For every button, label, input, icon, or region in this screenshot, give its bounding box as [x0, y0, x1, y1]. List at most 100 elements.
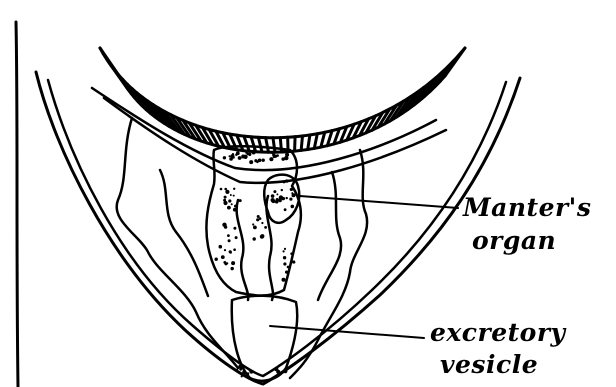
stipple-dot: [252, 150, 256, 154]
stipple-dot: [260, 235, 264, 239]
stipple-dot: [276, 370, 280, 374]
stipple-dot: [278, 199, 282, 203]
stipple-dot: [247, 153, 250, 156]
acetabulum-ridge: [258, 137, 262, 152]
stipple-dot: [236, 369, 238, 371]
stipple-dot: [238, 156, 242, 160]
acetabulum-ridge: [314, 134, 317, 149]
stipple-dot: [228, 239, 231, 242]
stipple-dot: [224, 196, 227, 199]
stipple-dot: [291, 192, 293, 194]
stipple-dot: [273, 190, 276, 193]
excretory-vesicle-label-line2: vesicle: [440, 352, 538, 377]
stipple-dot: [228, 199, 231, 202]
stipple-dot: [284, 371, 286, 373]
stipple-dot: [291, 205, 295, 209]
stipple-dot: [231, 203, 233, 205]
stipple-dot: [249, 160, 253, 164]
stipple-dot: [272, 199, 276, 203]
stipple-dot: [282, 158, 285, 161]
stipple-dot: [242, 370, 246, 374]
acetabulum-ridge: [301, 136, 302, 151]
manters-organ-label-line1: Manter's: [463, 195, 591, 220]
stipple-dot: [253, 226, 257, 230]
excretory-vesicle-leader-line: [270, 326, 424, 338]
stipple-dot: [261, 222, 263, 224]
stipple-dot: [253, 237, 256, 240]
stipple-dot: [282, 180, 285, 183]
stipple-dot: [215, 258, 218, 261]
stipple-dot: [223, 156, 226, 159]
stipple-dot: [290, 252, 293, 255]
stipple-dot: [229, 155, 231, 157]
stipple-dot: [233, 188, 235, 190]
stipple-dot: [246, 372, 249, 375]
stipple-dot: [276, 193, 278, 195]
stipple-dot: [264, 226, 267, 229]
stipple-dot: [230, 251, 232, 253]
stipple-dot: [284, 208, 287, 211]
stipple-dot: [226, 262, 228, 264]
stipple-dot: [283, 250, 285, 252]
left-boundary-line: [16, 22, 18, 387]
stipple-dot: [239, 368, 242, 371]
stipple-dot: [257, 215, 260, 218]
stipple-dot: [256, 218, 259, 221]
manters-organ-leader-line: [300, 196, 458, 208]
stipple-dot: [219, 245, 223, 249]
stipple-dot: [223, 201, 227, 205]
central-stalk: [237, 200, 249, 300]
acetabulum-outer-arc: [100, 48, 465, 138]
left-lobe: [117, 118, 238, 368]
stipple-dot: [232, 156, 235, 159]
stipple-dot: [282, 278, 286, 282]
acetabulum-ridge: [244, 136, 249, 151]
stipple-dot: [290, 188, 293, 191]
stipple-dot: [224, 188, 227, 191]
acetabulum-ridge: [273, 138, 275, 153]
stipple-dot: [275, 200, 279, 204]
stipple-dot: [220, 188, 223, 191]
stipple-dot: [289, 198, 292, 201]
stipple-dot: [236, 151, 240, 155]
stipple-dot: [262, 159, 265, 162]
stipple-dot: [233, 208, 237, 212]
stipple-dot: [230, 194, 232, 196]
right-lobe-inner: [318, 172, 341, 300]
stipple-dot: [241, 375, 243, 377]
stipple-dot: [227, 234, 230, 237]
stipple-dot: [285, 153, 289, 157]
stipple-dot: [274, 155, 277, 158]
stipple-dot: [286, 197, 288, 199]
acetabulum-ridge: [266, 138, 269, 153]
stipple-dot: [241, 155, 245, 159]
stipple-dot: [257, 151, 260, 154]
stipple-dot: [233, 195, 235, 197]
stipple-dot: [285, 271, 288, 274]
stipple-dot: [224, 249, 226, 251]
stipple-dot: [269, 157, 273, 161]
stipple-dot: [258, 159, 262, 163]
excretory-vesicle-label-line1: excretory: [430, 320, 566, 345]
stipple-dot: [225, 190, 229, 194]
stipple-dot: [221, 255, 225, 259]
stipple-dot: [249, 369, 251, 371]
stipple-dot: [252, 223, 254, 225]
stipple-dot: [223, 261, 226, 264]
stipple-dot: [231, 267, 234, 270]
stipple-dot: [281, 189, 283, 191]
stipple-dot: [239, 199, 242, 202]
stipple-dot: [235, 236, 238, 239]
stipple-dot: [293, 194, 295, 196]
stipple-dot: [222, 223, 226, 227]
stipple-dot: [287, 266, 290, 269]
stipple-dot: [233, 248, 236, 251]
stipple-dot: [271, 194, 275, 198]
stipple-dot: [283, 262, 286, 265]
stipple-dot: [227, 206, 231, 210]
acetabulum-ridge: [295, 137, 296, 151]
stipple-dot: [233, 227, 236, 230]
acetabulum-ridge: [308, 135, 310, 150]
stipple-dot: [234, 205, 237, 208]
manters-organ-label-line2: organ: [472, 228, 556, 253]
